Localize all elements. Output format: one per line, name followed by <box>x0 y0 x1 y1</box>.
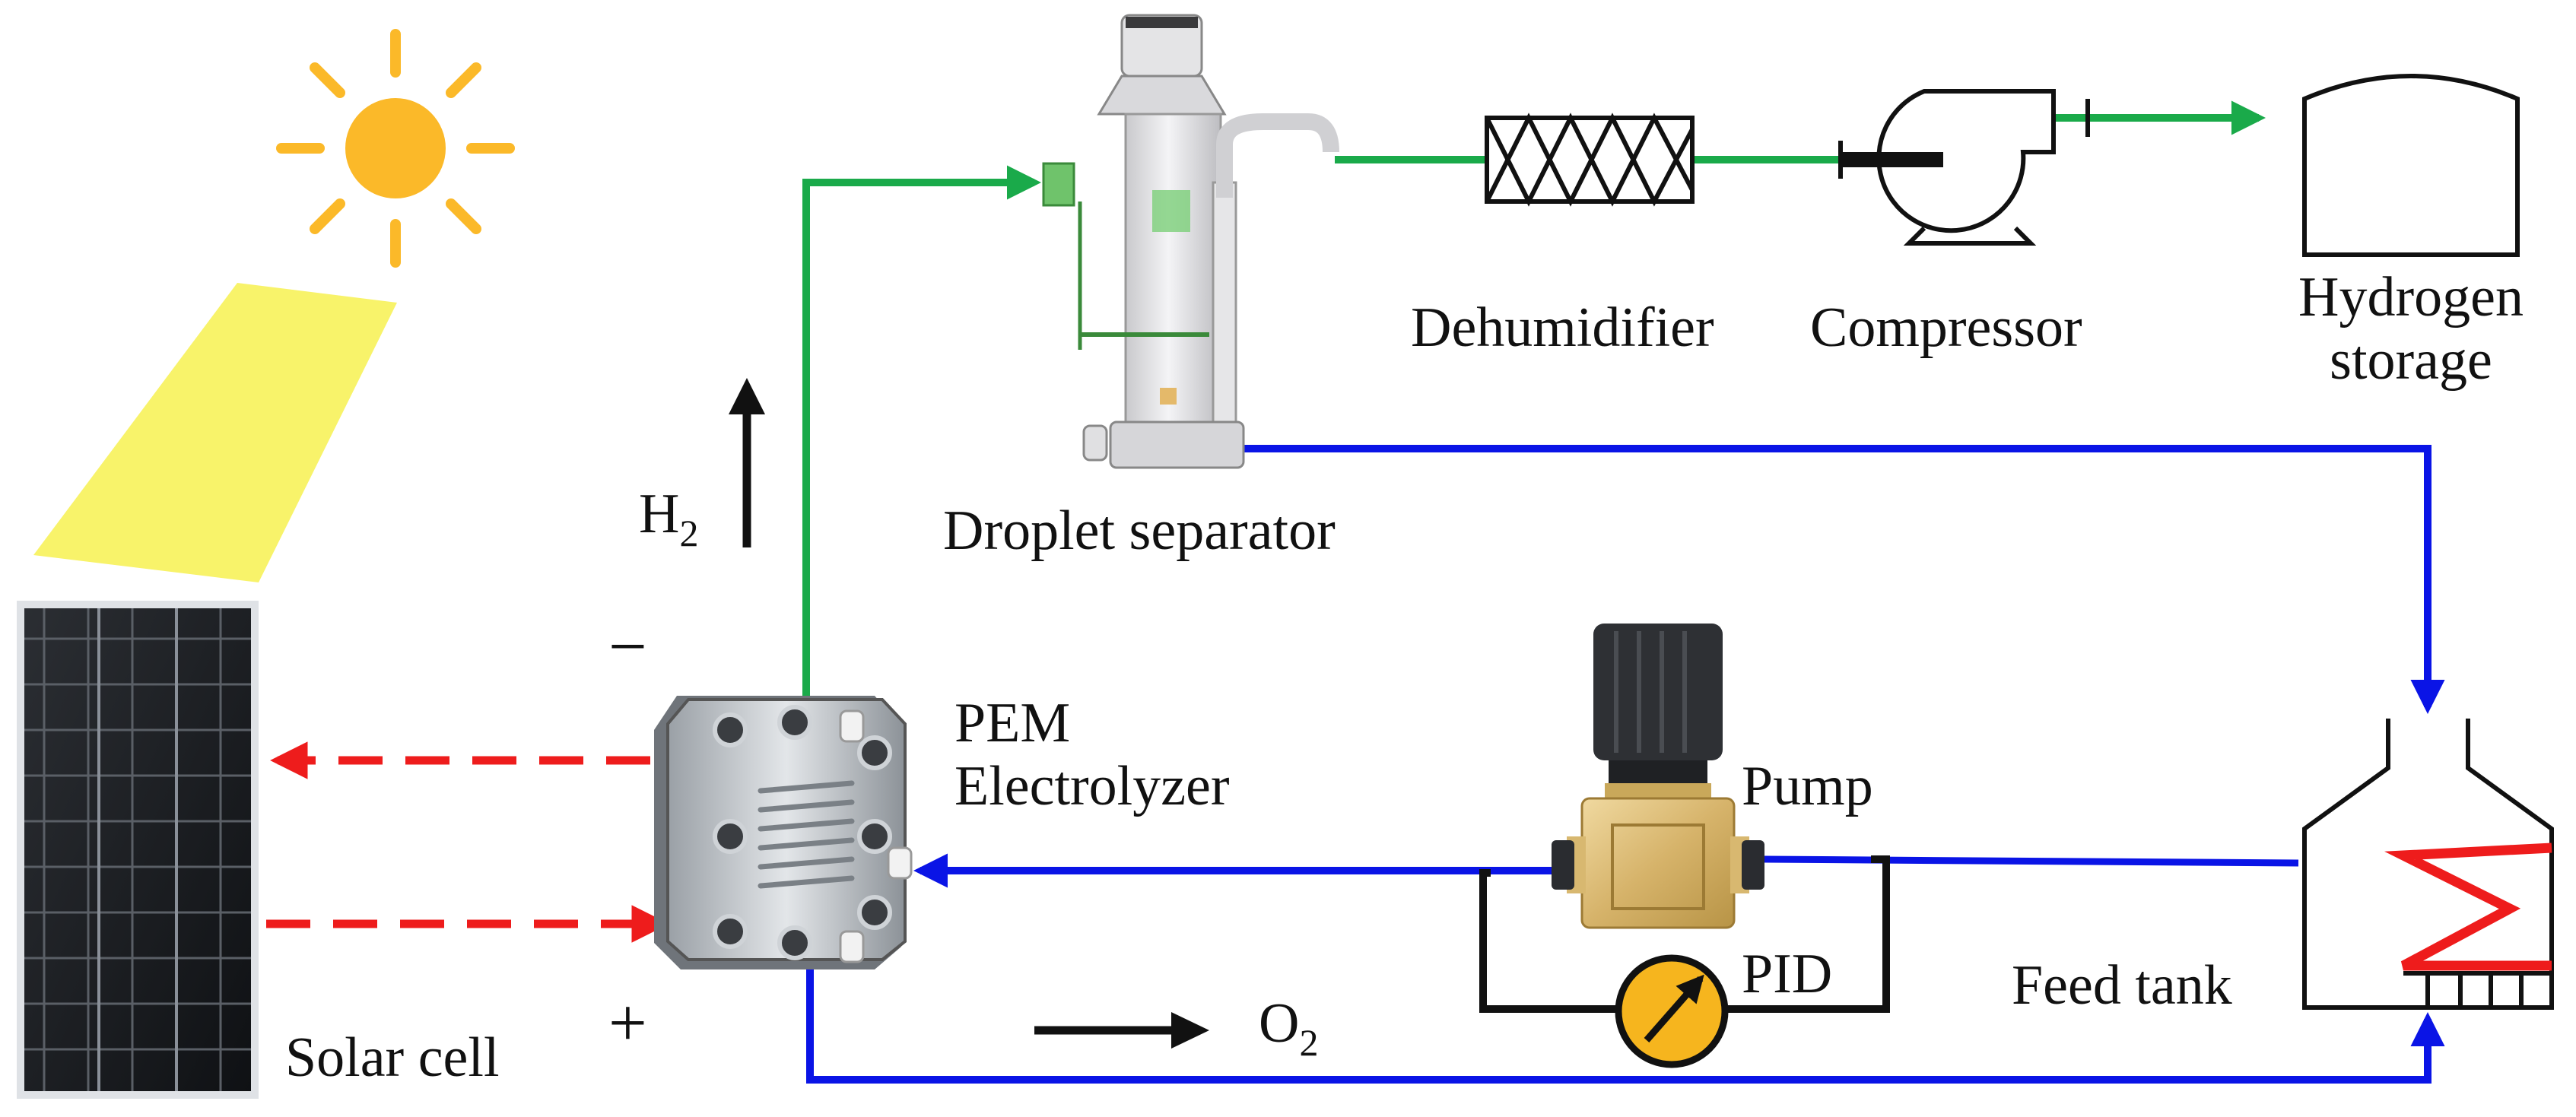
dehumidifier-label: Dehumidifier <box>1411 297 1714 359</box>
compressor-icon <box>1838 89 2090 246</box>
negative-terminal-label: − <box>608 609 647 684</box>
feed-tank-icon <box>2302 719 2554 1010</box>
electrolyzer-icon <box>654 696 913 969</box>
pid-label: PID <box>1742 943 1832 1005</box>
pem-label-line1: PEM <box>954 692 1070 754</box>
pump-label: Pump <box>1742 755 1873 817</box>
storage-tank-icon <box>2302 74 2520 257</box>
h2-flow-arrow <box>729 378 765 547</box>
light-beam <box>33 283 397 582</box>
droplet-separator-label: Droplet separator <box>943 500 1336 562</box>
h2-label: H2 <box>639 483 698 554</box>
hydrogen-storage-label-line1: Hydrogen <box>2298 266 2524 328</box>
pem-label-line2: Electrolyzer <box>954 755 1230 817</box>
solar-panel-icon <box>17 601 259 1099</box>
o2-flow-arrow <box>1034 1012 1209 1049</box>
o2-label: O2 <box>1259 992 1318 1064</box>
dehumidifier-icon <box>1485 113 1695 207</box>
compressor-label: Compressor <box>1810 297 2082 359</box>
pid-gauge-icon <box>1615 954 1729 1068</box>
water-line-separator-tank <box>1236 445 2445 714</box>
h2-line-to-separator <box>802 165 1041 696</box>
droplet-separator-icon <box>1042 14 1339 469</box>
solar-cell-label: Solar cell <box>285 1027 500 1089</box>
feed-tank-label: Feed tank <box>2012 954 2232 1017</box>
positive-terminal-label: + <box>608 985 647 1061</box>
pump-icon <box>1552 624 1764 929</box>
water-line-o2-return <box>806 962 2445 1084</box>
hydrogen-storage-label-line2: storage <box>2330 329 2492 392</box>
water-line-tank-pump <box>1764 855 2299 867</box>
sun-icon <box>276 29 515 268</box>
